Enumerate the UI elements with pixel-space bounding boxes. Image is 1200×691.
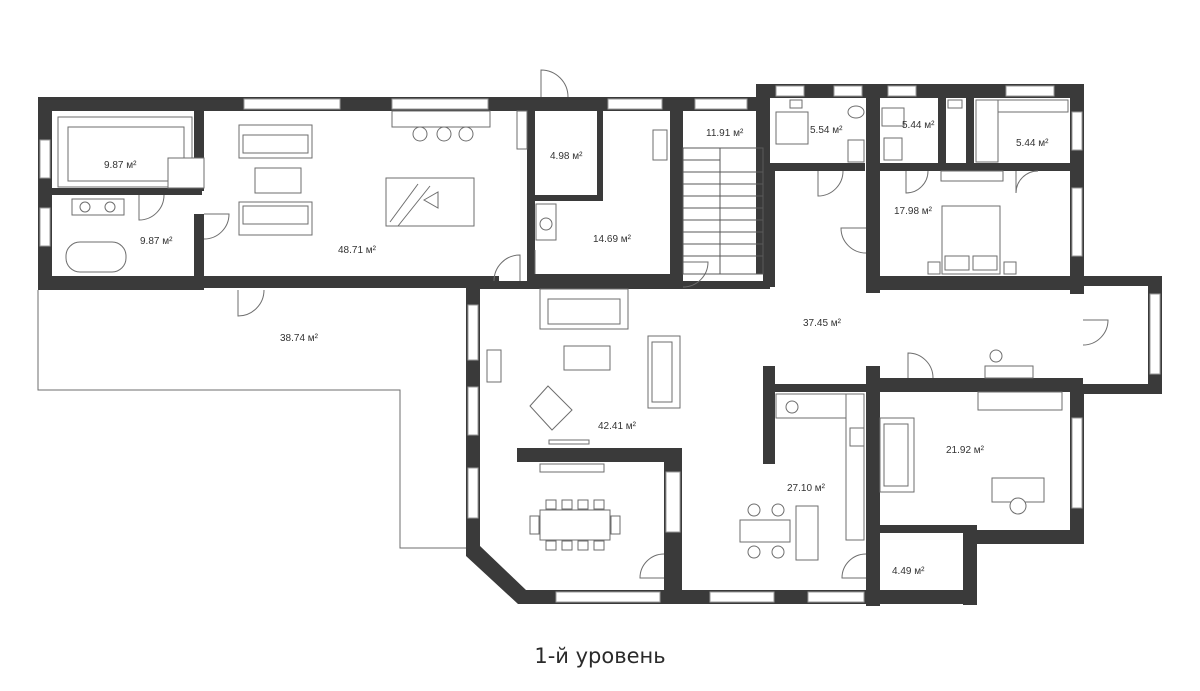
room-area-utility: 14.69 м²	[593, 234, 632, 245]
shower-tray	[167, 157, 205, 189]
furniture	[57, 99, 1069, 561]
sofa-side	[647, 335, 681, 409]
room-area-stair-hall: 11.91 м²	[706, 128, 744, 139]
room-area-bedroom: 17.98 м²	[894, 206, 933, 217]
room-area-bath-upper: 9.87 м²	[104, 160, 137, 171]
coffee-table	[254, 167, 302, 194]
bar-counter	[391, 110, 491, 128]
room-area-corridor: 37.45 м²	[803, 318, 842, 329]
room-area-lounge: 42.41 м²	[598, 421, 637, 432]
lounge-sofa	[539, 288, 629, 330]
room-area-wc-2: 5.44 м²	[902, 120, 935, 131]
bathtub	[65, 241, 127, 273]
windows	[39, 85, 1161, 603]
study-sofa	[879, 417, 915, 493]
armchair	[529, 385, 573, 431]
dining-table	[539, 509, 611, 541]
pool-table	[385, 177, 475, 227]
console-desk	[984, 365, 1034, 379]
sofa-bottom	[238, 201, 313, 236]
room-area-study: 21.92 м²	[946, 445, 985, 456]
room-area-wardrobe: 5.44 м²	[1016, 138, 1049, 149]
room-area-terrace: 38.74 м²	[280, 333, 319, 344]
doors	[138, 69, 1109, 579]
room-area-bath-lower: 9.87 м²	[140, 236, 173, 247]
lounge-table	[563, 345, 611, 371]
level-caption: 1-й уровень	[534, 644, 666, 668]
bed	[941, 205, 1001, 275]
room-area-pantry: 4.49 м²	[892, 566, 925, 577]
room-area-wc-1: 5.54 м²	[810, 125, 843, 136]
vanity	[71, 198, 125, 216]
room-area-living-hall: 48.71 м²	[338, 245, 377, 256]
sink	[652, 129, 668, 161]
boiler	[535, 203, 557, 241]
room-area-kitchen: 27.10 м²	[787, 483, 826, 494]
room-area-storage: 4.98 м²	[550, 151, 583, 162]
terrace	[37, 290, 466, 549]
kitchen-table	[739, 519, 791, 543]
staircase	[682, 147, 764, 275]
room-labels: 9.87 м² 9.87 м² 48.71 м² 38.74 м² 4.98 м…	[104, 120, 1049, 577]
kitchen-island	[795, 505, 819, 561]
